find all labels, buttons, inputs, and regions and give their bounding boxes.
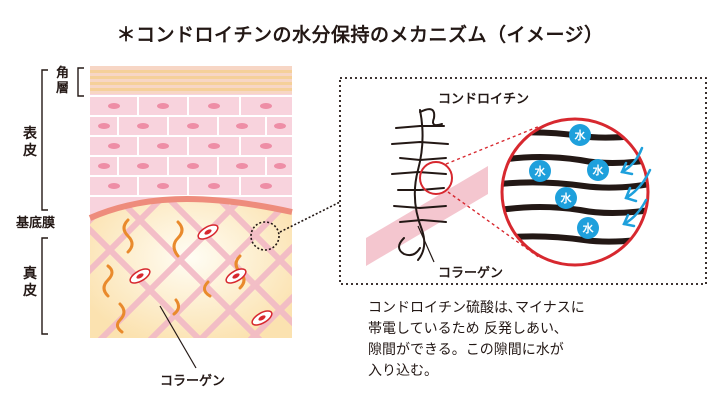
epidermis-cells: [90, 95, 292, 197]
water-label: 水: [535, 164, 547, 178]
label-basement-membrane: 基底膜: [16, 216, 56, 231]
water-label: 水: [583, 221, 595, 235]
chondroitin-molecule: [391, 108, 449, 261]
water-flow-arrows: [620, 146, 652, 228]
label-collagen-zoom: コラーゲン: [438, 266, 504, 281]
label-chondroitin: コンドロイチン: [438, 92, 530, 107]
basement-membrane: [88, 196, 293, 221]
detail-ring: [419, 161, 453, 195]
water-label: 水: [593, 163, 605, 177]
dermis: [90, 199, 292, 338]
water-label: 水: [561, 191, 573, 205]
water-molecules: [529, 124, 609, 239]
page-title: ＊コンドロイチンの水分保持のメカニズム（イメージ）: [116, 24, 604, 46]
collagen-right-leader: [417, 225, 435, 263]
layer-brackets: [41, 67, 84, 335]
detail-line-bottom: [447, 191, 541, 259]
label-dermis: 真 皮: [23, 266, 37, 299]
label-collagen-skin: コラーゲン: [160, 374, 226, 389]
collagen-band: [366, 166, 488, 266]
mechanism-description: コンドロイチン硫酸は､マイナスに 帯電しているため 反発しあい､ 隙間ができる。…: [368, 300, 585, 379]
collagen-leader: [159, 305, 197, 369]
zoom-connector: [279, 201, 341, 233]
stratum-corneum: [90, 66, 292, 94]
fibroblasts: [129, 224, 273, 326]
magnified-view: [500, 117, 652, 267]
zoom-spot: [250, 221, 280, 251]
label-stratum-corneum: 角 層: [56, 66, 70, 96]
elastin-fibers: [102, 218, 246, 334]
cell-nuclei: [98, 103, 286, 189]
label-epidermis: 表 皮: [23, 126, 37, 159]
detail-line-top: [445, 125, 541, 165]
water-label: 水: [575, 128, 587, 142]
